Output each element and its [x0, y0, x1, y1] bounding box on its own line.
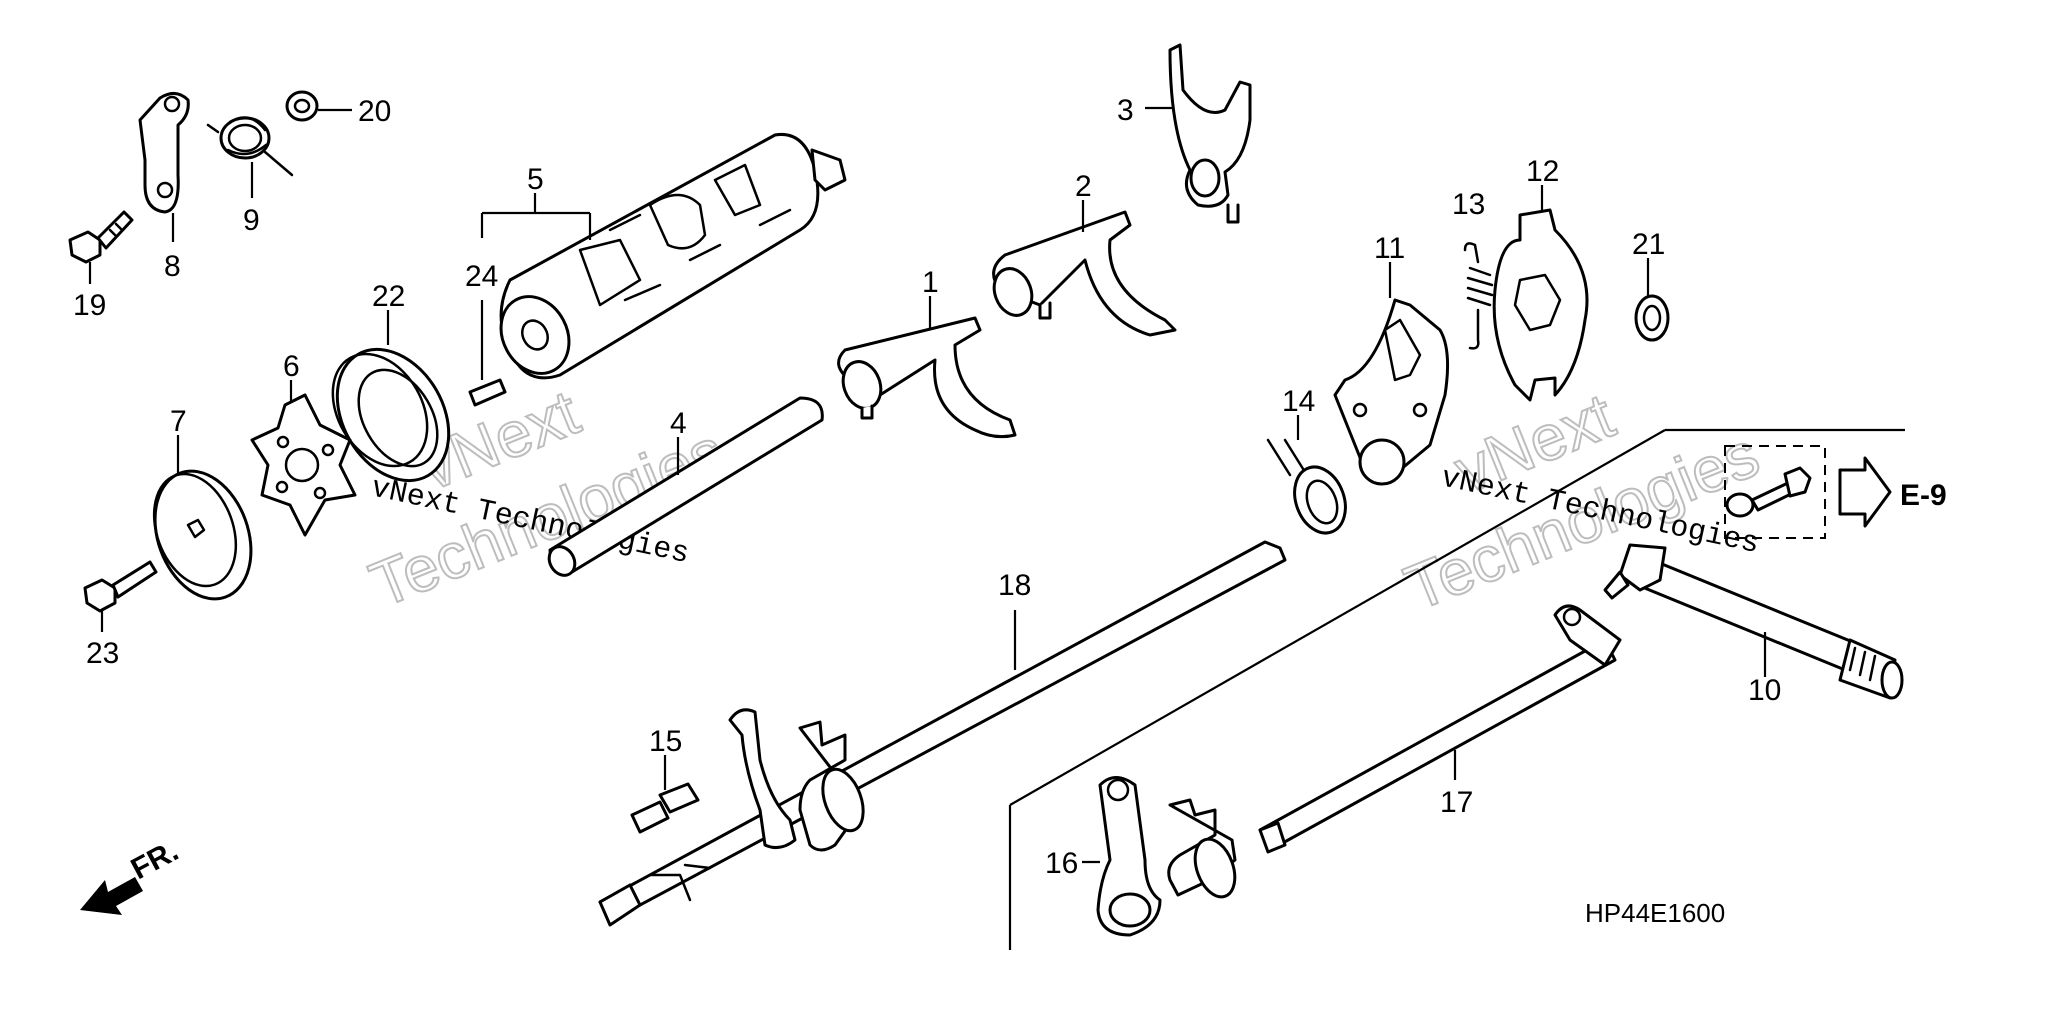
part-11-plate	[1333, 298, 1450, 486]
part-13-spring	[1463, 242, 1494, 350]
section-divider	[1008, 428, 1905, 950]
part-5-shift-drum	[499, 132, 847, 380]
callout-11: 11	[1374, 232, 1405, 265]
callout-21: 21	[1632, 228, 1665, 261]
part-10-shaft	[1603, 543, 1904, 700]
part-24-pin	[468, 378, 507, 407]
part-19-bolt	[68, 210, 134, 264]
callout-1: 1	[922, 266, 939, 299]
callout-numbers: 1 2 3 4 5 6 7 8 9 10 11 12 13 14 15 16 1…	[73, 94, 1781, 880]
leader-lines	[88, 106, 1767, 864]
part-12-plate	[1492, 208, 1589, 402]
callout-8: 8	[164, 250, 181, 283]
part-6-star-cam	[250, 393, 357, 537]
part-23-bolt	[83, 560, 158, 613]
callout-6: 6	[283, 350, 300, 383]
part-18-shaft	[598, 540, 1287, 927]
callout-10: 10	[1748, 674, 1781, 707]
callout-14: 14	[1282, 385, 1315, 418]
reference-arrow-label: E-9	[1900, 479, 1947, 512]
callout-17: 17	[1440, 786, 1473, 819]
callout-5: 5	[527, 163, 544, 196]
reference-box	[1724, 445, 1826, 539]
callout-24: 24	[465, 260, 498, 293]
callout-22: 22	[372, 280, 405, 313]
part-8-plate	[138, 92, 190, 214]
part-3-fork	[1168, 43, 1252, 224]
callout-12: 12	[1526, 155, 1559, 188]
callout-19: 19	[73, 289, 106, 322]
part-9-spring	[206, 116, 294, 177]
front-arrow: FR.	[80, 834, 184, 915]
callout-2: 2	[1075, 170, 1092, 203]
callout-20: 20	[358, 95, 391, 128]
callout-9: 9	[243, 204, 260, 237]
reference-arrow: E-9	[1838, 456, 1947, 528]
callout-15: 15	[649, 725, 682, 758]
part-2-fork	[992, 210, 1177, 337]
callout-4: 4	[670, 407, 687, 440]
callout-13: 13	[1452, 188, 1485, 221]
part-15-stud	[630, 782, 700, 834]
callout-3: 3	[1117, 94, 1134, 127]
part-1-fork	[837, 316, 1017, 439]
diagram-code: HP44E1600	[1585, 898, 1725, 928]
callout-7: 7	[170, 405, 187, 438]
callout-16: 16	[1045, 847, 1078, 880]
part-7-disc	[152, 469, 253, 601]
part-21-washer	[1634, 294, 1670, 342]
part-16-arm	[1096, 776, 1237, 937]
callout-23: 23	[86, 637, 119, 670]
part-17-shaft	[1258, 604, 1622, 854]
part-14-spring	[1266, 438, 1347, 535]
callout-18: 18	[998, 569, 1031, 602]
part-4-shaft	[547, 396, 824, 577]
part-20-washer	[285, 90, 319, 122]
